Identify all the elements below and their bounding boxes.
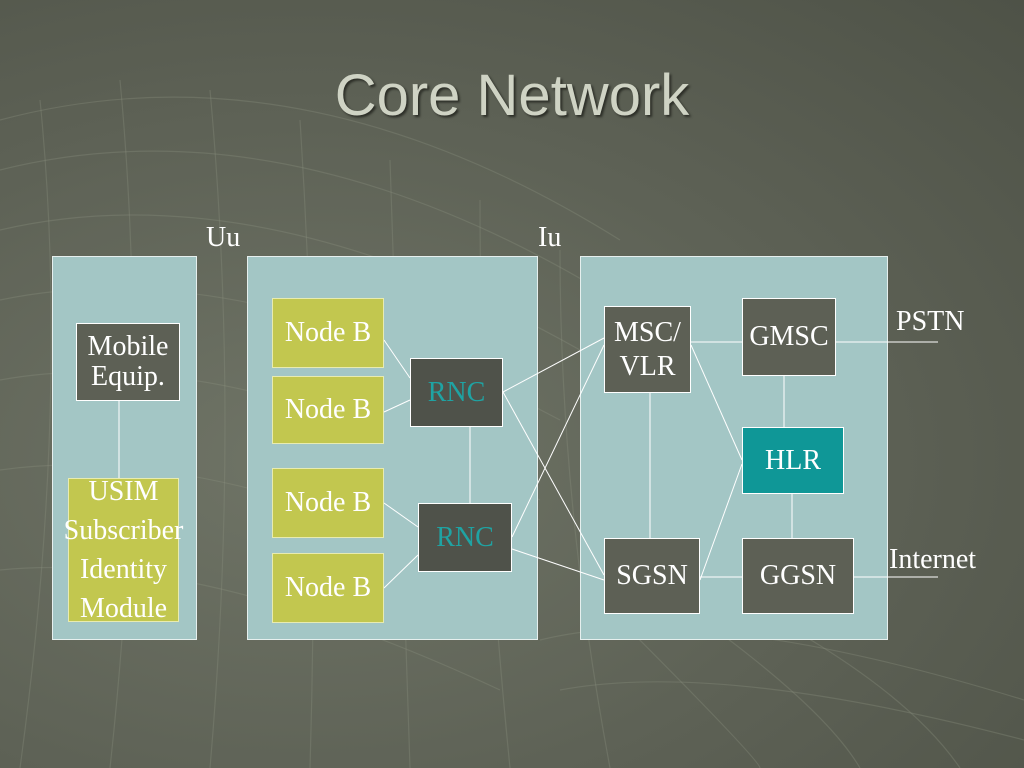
msc-vlr-line-2: VLR <box>619 350 676 382</box>
link-rnc2-msc <box>511 344 605 538</box>
node-b-4: Node B <box>272 553 384 623</box>
interface-label-iu: Iu <box>538 222 562 253</box>
msc-vlr-node: MSC/ VLR <box>604 306 691 393</box>
node-b-3: Node B <box>272 468 384 538</box>
link-rnc1-sgsn <box>502 391 605 576</box>
msc-vlr-line-1: MSC/ <box>614 316 681 348</box>
node-b-1: Node B <box>272 298 384 368</box>
link-nodeb3-rnc2 <box>383 502 419 528</box>
link-sgsn-hlr <box>699 463 743 581</box>
page-title: Core Network <box>334 63 690 128</box>
mobile-equip-line-2: Equip. <box>91 361 165 392</box>
link-nodeb1-rnc1 <box>383 339 411 379</box>
node-b-2: Node B <box>272 376 384 444</box>
ggsn-node: GGSN <box>742 538 854 614</box>
mobile-equipment-node: Mobile Equip. <box>76 323 180 401</box>
link-rnc1-msc <box>502 337 605 393</box>
link-nodeb2-rnc1 <box>383 399 411 413</box>
usim-line-1: USIM <box>88 476 159 507</box>
link-nodeb4-rnc2 <box>383 554 419 589</box>
usim-line-4: Module <box>79 593 168 624</box>
usim-line-2: Subscriber <box>63 515 184 546</box>
pstn-label: PSTN <box>896 306 965 337</box>
rnc-node-1: RNC <box>410 358 503 427</box>
interface-label-uu: Uu <box>206 222 241 253</box>
hlr-node: HLR <box>742 427 844 494</box>
link-msc-hlr <box>690 344 743 461</box>
mobile-equip-line-1: Mobile <box>87 331 169 362</box>
gmsc-node: GMSC <box>742 298 836 376</box>
rnc-node-2: RNC <box>418 503 512 572</box>
internet-label: Internet <box>889 544 977 575</box>
sgsn-node: SGSN <box>604 538 700 614</box>
link-rnc2-sgsn <box>511 548 605 581</box>
usim-node: USIM Subscriber Identity Module <box>64 476 184 624</box>
usim-line-3: Identity <box>79 554 168 585</box>
